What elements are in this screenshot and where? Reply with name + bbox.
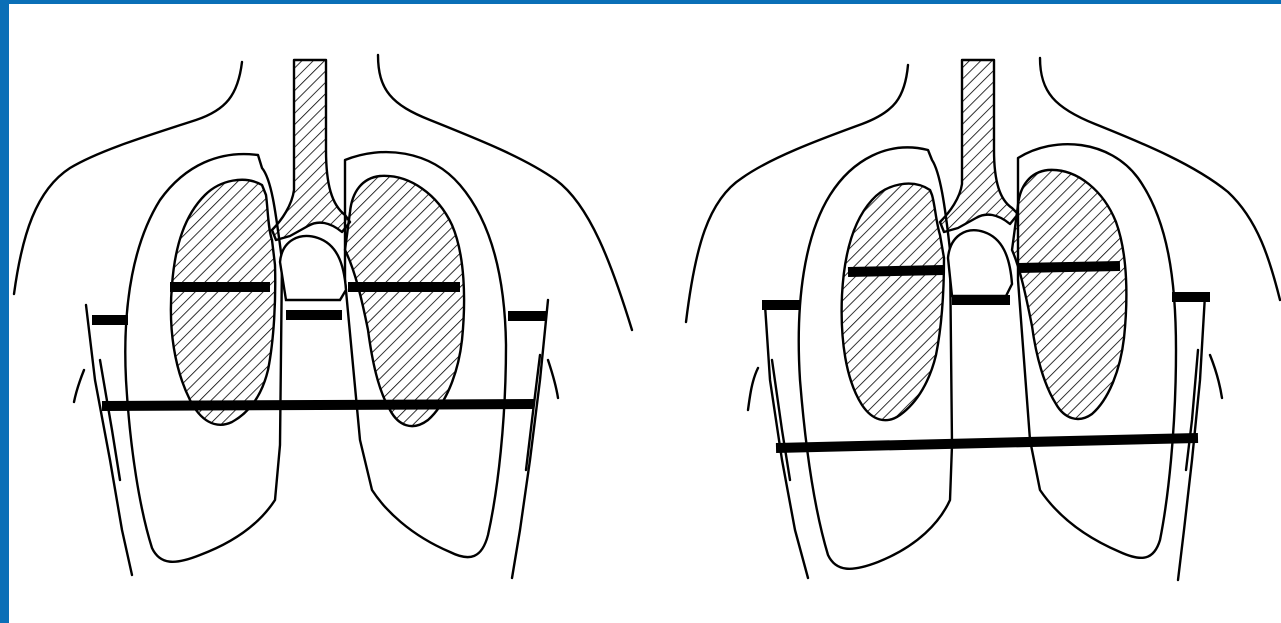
right-lung-apex-bar-2 — [1018, 266, 1120, 268]
left-lung-right — [345, 176, 464, 426]
right-panel — [686, 58, 1280, 580]
right-trachea — [940, 60, 1018, 232]
left-diaphragm-bar — [102, 404, 534, 406]
left-mediastinum — [280, 236, 346, 300]
left-panel — [14, 55, 632, 578]
right-armpit-line — [548, 360, 558, 398]
left-armpit-line — [74, 370, 84, 402]
right-lung-right — [1012, 170, 1126, 419]
right-lung-apex-bar-1 — [848, 270, 944, 272]
r-side-line — [765, 305, 808, 578]
r-right-armpit-line — [1210, 355, 1222, 398]
r-armpit-line — [748, 368, 758, 410]
right-diaphragm-bar — [776, 438, 1198, 448]
r-side-line-2 — [772, 360, 790, 480]
right-mediastinum — [948, 230, 1012, 296]
left-trachea — [272, 60, 350, 240]
left-lung-left — [171, 180, 275, 425]
right-lung-left — [842, 184, 944, 421]
right-side-line-2 — [526, 355, 540, 470]
